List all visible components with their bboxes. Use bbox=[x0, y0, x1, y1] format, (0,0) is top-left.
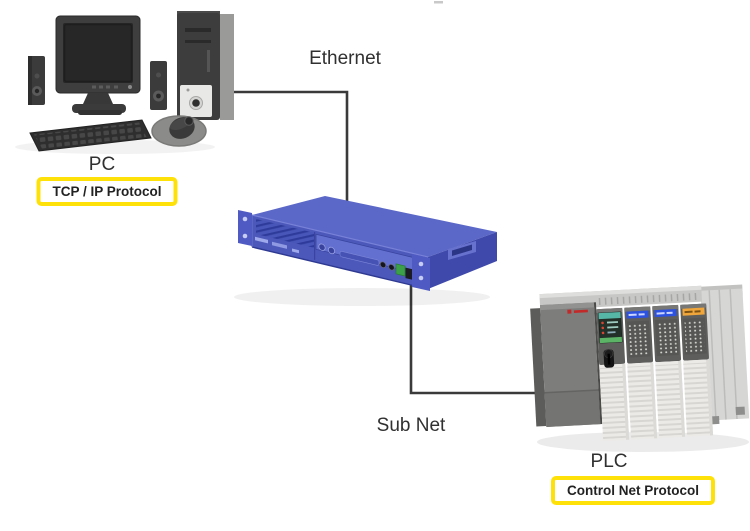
gateway-side-connector bbox=[448, 241, 476, 260]
ethernet-label: Ethernet bbox=[309, 48, 381, 69]
plc-power-supply bbox=[530, 302, 601, 427]
plc-module-blue-1 bbox=[624, 306, 658, 440]
controlnet-protocol-badge: Control Net Protocol bbox=[551, 476, 715, 505]
plc-label: PLC bbox=[590, 451, 628, 472]
plc-shadow bbox=[537, 432, 749, 452]
pc-label: PC bbox=[88, 154, 116, 175]
speaker-right-icon bbox=[150, 61, 167, 110]
ethernet-connection-line bbox=[222, 90, 349, 201]
monitor-icon bbox=[55, 15, 141, 115]
plc-chassis-side bbox=[700, 284, 750, 425]
plc-module-blue-2 bbox=[652, 304, 686, 439]
mouse-icon bbox=[151, 115, 207, 147]
plc-icon bbox=[530, 284, 750, 442]
subnet-connection-line bbox=[409, 276, 545, 395]
gateway-front-panel bbox=[255, 218, 414, 280]
gateway-rack-ear-right bbox=[412, 254, 430, 291]
plc-module-orange bbox=[680, 303, 714, 437]
scan-artifact bbox=[434, 1, 443, 4]
pc-icon bbox=[15, 11, 234, 154]
subnet-label: Sub Net bbox=[376, 415, 446, 436]
gateway-device-icon bbox=[234, 196, 497, 306]
keyboard-icon bbox=[29, 119, 152, 152]
computer-tower-icon bbox=[177, 11, 234, 120]
gateway-shadow bbox=[234, 288, 490, 306]
speaker-left-icon bbox=[28, 56, 45, 105]
plc-controller-module bbox=[596, 307, 630, 442]
tcp-ip-protocol-badge: TCP / IP Protocol bbox=[36, 177, 178, 206]
allen-bradley-logo bbox=[567, 309, 588, 314]
gateway-rack-ear-left bbox=[238, 210, 252, 246]
plc-key-switch bbox=[603, 349, 615, 368]
